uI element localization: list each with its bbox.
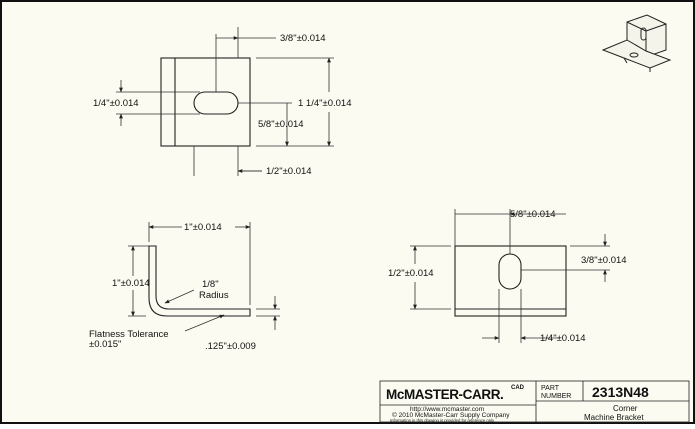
title-block: McMASTER-CARR. CAD PART NUMBER 2313N48 h… (379, 380, 690, 423)
part-description: Corner (613, 404, 638, 413)
top-height-dim: 1 1/4"±0.014 (298, 98, 352, 109)
side-view: 1"±0.014 1"±0.014 1/8" Radius Flatness T… (89, 222, 280, 352)
flatness-value: ±0.015" (89, 339, 121, 350)
top-slot-width-dim: 3/8"±0.014 (280, 33, 326, 44)
top-leg-dim: 1/2"±0.014 (266, 166, 312, 177)
cad-tag: CAD (511, 385, 525, 391)
bracket-profile (148, 245, 251, 317)
radius-note-label: Radius (199, 290, 229, 301)
top-slot-center-dim: 5/8"±0.014 (258, 119, 304, 130)
part-number: 2313N48 (592, 384, 649, 400)
front-slot-offset-dim: 1/4"±0.014 (540, 333, 586, 344)
side-thickness-dim: .125"±0.009 (205, 341, 256, 352)
part-label: PART (541, 385, 560, 392)
front-slot-center-dim: 5/8"±0.014 (510, 209, 556, 220)
part-description-2: Machine Bracket (584, 413, 644, 422)
brand-logo: McMASTER-CARR. (386, 387, 503, 402)
front-height-dim: 1/2"±0.014 (388, 268, 434, 279)
front-view: 5/8"±0.014 1/2"±0.014 3/8"±0.014 1/4"±0.… (388, 209, 627, 344)
top-slot-offset-dim: 1/4"±0.014 (93, 98, 139, 109)
top-view: 3/8"±0.014 1 1/4"±0.014 1/4"±0.014 5/8"±… (93, 27, 352, 177)
copyright-line: © 2010 McMaster-Carr Supply Company (392, 411, 510, 419)
side-height-dim: 1"±0.014 (112, 278, 150, 289)
radius-note-value: 1/8" (202, 279, 219, 290)
isometric-preview-icon (601, 14, 672, 72)
website-url: http://www.mcmaster.com (410, 406, 484, 413)
front-slot-width-dim: 3/8"±0.014 (581, 255, 627, 266)
part-label-number: NUMBER (541, 393, 571, 400)
flatness-note: Flatness Tolerance (89, 329, 169, 340)
disclaimer: Information in this drawing is provided … (390, 418, 495, 423)
side-width-dim: 1"±0.014 (184, 222, 222, 233)
